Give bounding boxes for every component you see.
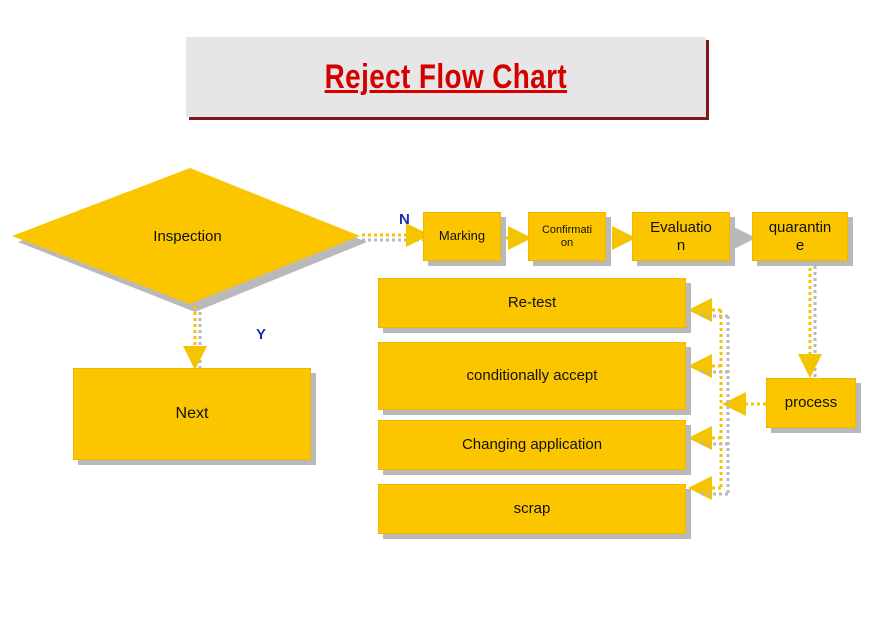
process-box: process <box>766 378 856 428</box>
scrap-box: scrap <box>378 484 686 534</box>
edge-label-yes: Y <box>256 326 267 343</box>
edge-label-no: N <box>399 211 410 228</box>
title-banner: Reject Flow Chart <box>186 37 706 117</box>
evaluation-box: Evaluatio n <box>632 212 730 261</box>
conditionally-accept-box: conditionally accept <box>378 342 686 410</box>
next-box: Next <box>73 368 311 460</box>
inspection-diamond <box>12 168 360 304</box>
inspection-label: Inspection <box>153 228 222 245</box>
retest-box: Re-test <box>378 278 686 328</box>
changing-application-box: Changing application <box>378 420 686 470</box>
marking-box: Marking <box>423 212 501 261</box>
confirmation-box: Confirmati on <box>528 212 606 261</box>
quarantine-box: quarantin e <box>752 212 848 261</box>
page-title: Reject Flow Chart <box>324 57 568 96</box>
